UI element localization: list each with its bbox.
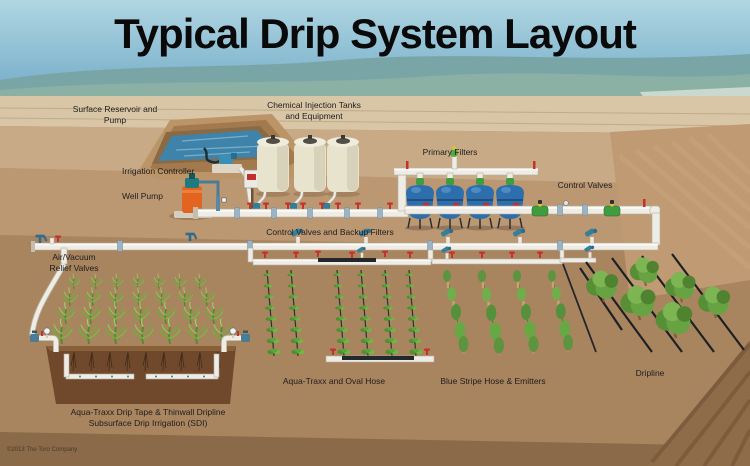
- label-surface-reservoir-pump: Surface Reservoir and Pump: [72, 104, 158, 126]
- control-valves: [404, 199, 661, 246]
- aqua-traxx-field: [263, 269, 435, 363]
- label-sdi: Aqua-Traxx Drip Tape & Thinwall Dripline…: [70, 407, 226, 429]
- sdi-risers: [30, 327, 250, 352]
- label-control-valves-backup-filters: Control Valves and Backup Filters: [266, 227, 394, 237]
- label-blue-stripe-hose-emitters: Blue Stripe Hose & Emitters: [440, 376, 546, 386]
- furrow-band: [648, 340, 750, 466]
- label-well-pump: Well Pump: [122, 191, 163, 201]
- label-aqua-traxx-oval-hose: Aqua-Traxx and Oval Hose: [282, 376, 386, 386]
- label-dripline: Dripline: [635, 368, 665, 378]
- label-control-valves: Control Valves: [557, 180, 613, 190]
- orchard: [559, 244, 745, 353]
- middle-field-manifold: [252, 246, 432, 266]
- furrow-field: [610, 124, 750, 300]
- page-title: Typical Drip System Layout: [114, 10, 637, 57]
- label-air-vacuum-relief-valves: Air/Vacuum Relief Valves: [49, 252, 99, 274]
- submain-backup-filters: [31, 227, 659, 265]
- copyright: ©2013 The Toro Company: [7, 447, 78, 453]
- label-chemical-injection: Chemical Injection Tanks and Equipment: [267, 100, 361, 122]
- label-irrigation-controller: Irrigation Controller: [122, 166, 195, 176]
- well-pump: [169, 173, 227, 220]
- irrigation-controller: [243, 169, 260, 212]
- label-primary-filters: Primary Filters: [422, 147, 478, 157]
- sdi-cross-section: [46, 346, 236, 404]
